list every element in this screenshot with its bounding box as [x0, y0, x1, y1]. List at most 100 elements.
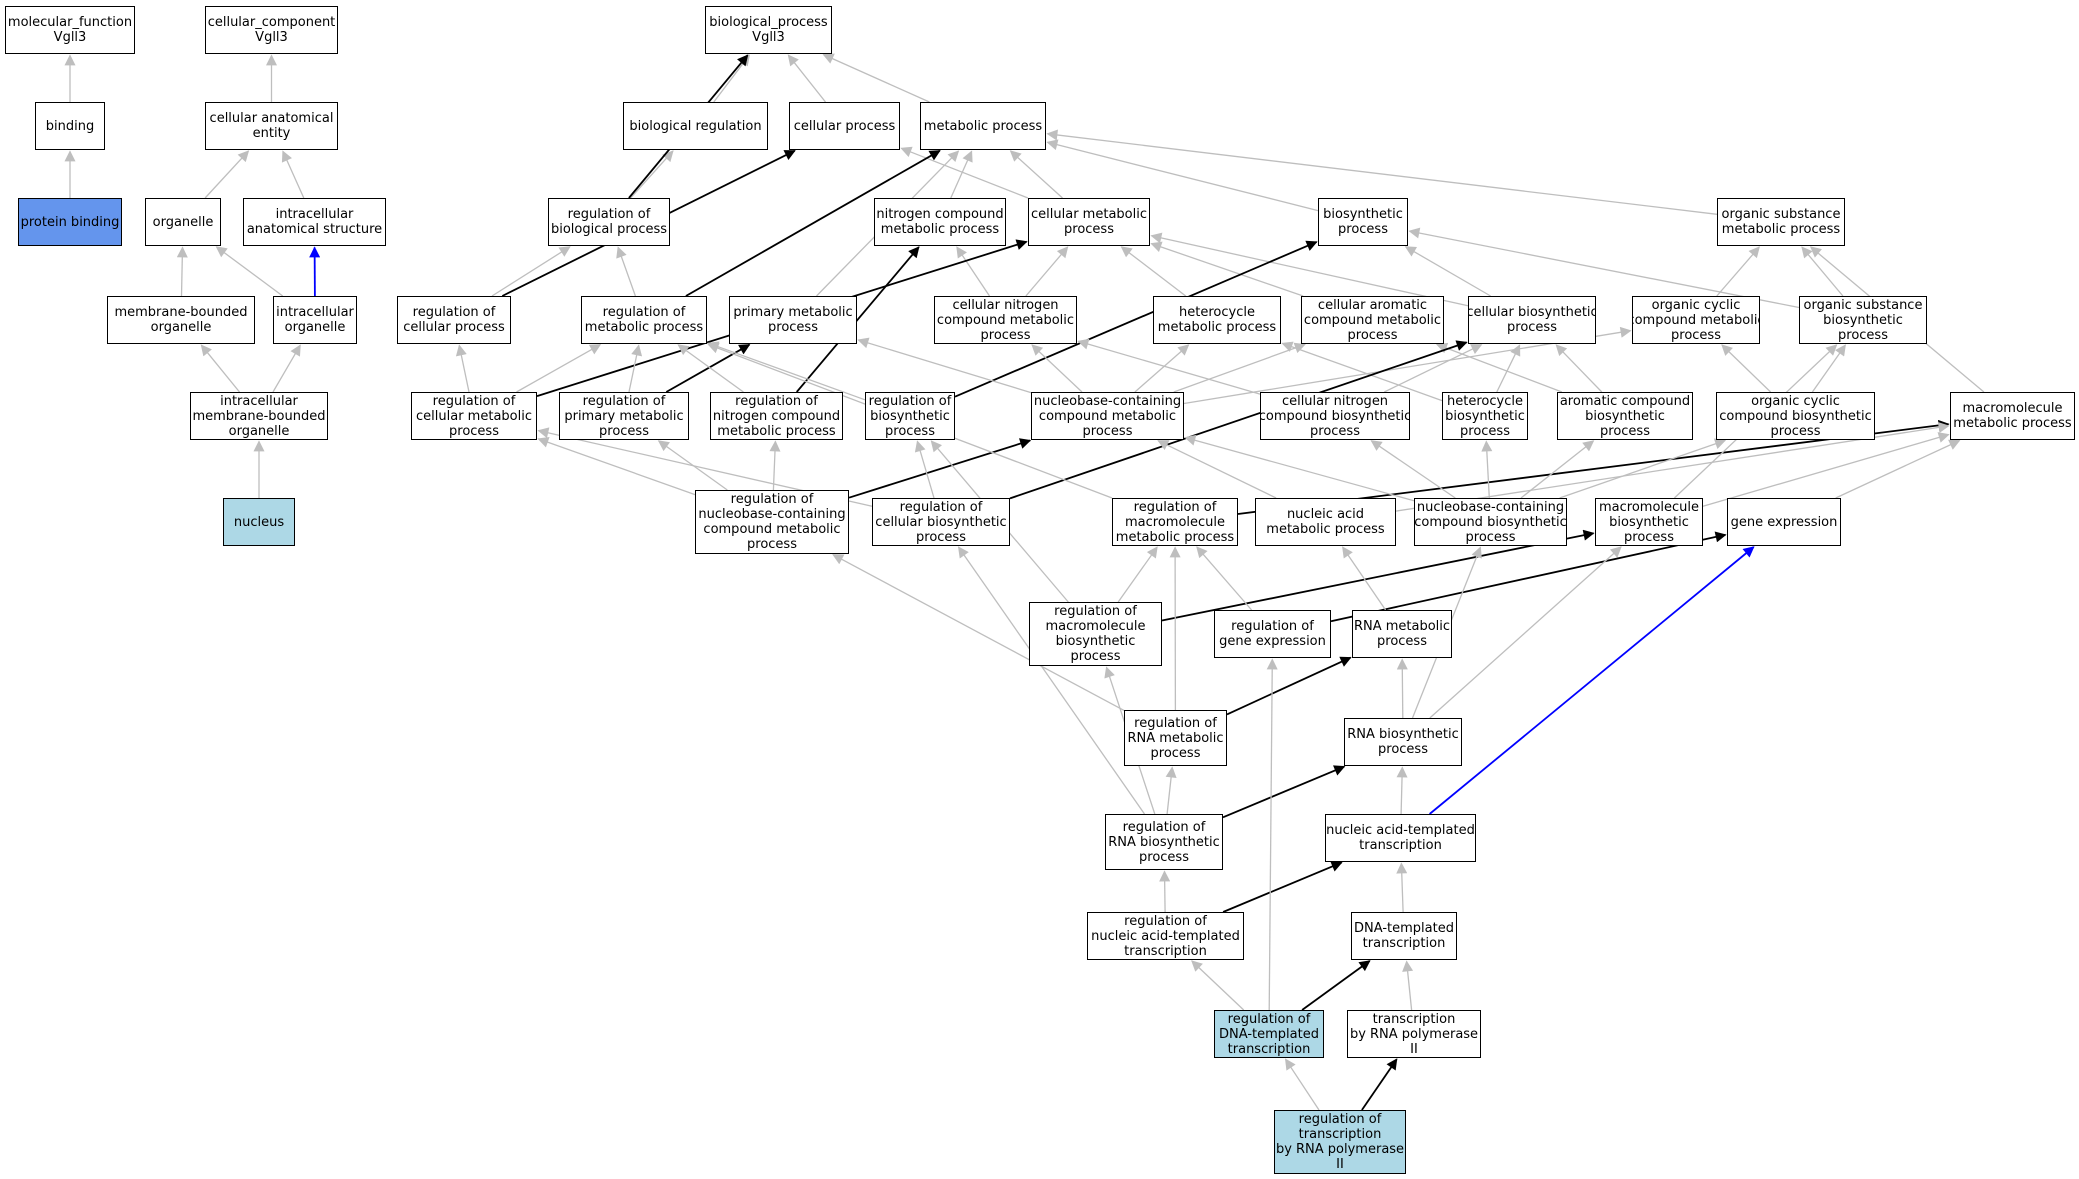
node-label-line: process [1378, 742, 1428, 757]
node-label-line: organelle [152, 214, 214, 230]
edge-is_a-regnatt-regrnabp [1159, 870, 1171, 913]
edge-is_a-regmbp-regmmp [1117, 546, 1158, 603]
node-label-line: nitrogen compound [712, 408, 841, 424]
node-label-line: process [1600, 423, 1650, 439]
node-label-line: regulation of [602, 305, 686, 320]
edge-is_a-regcmp-regmp [516, 344, 602, 393]
node-label-line: process [916, 529, 966, 545]
edge-part_of-natt-geneexp [1429, 546, 1755, 815]
node-label-line: regulation of [1227, 1011, 1311, 1027]
node-label-line: primary metabolic [564, 408, 684, 424]
go-term-node-binding[interactable]: binding [35, 102, 105, 150]
node-label-line: metabolic process [1157, 320, 1277, 335]
node-label-line: cellular process [403, 320, 505, 335]
go-term-node-cellproc[interactable]: cellular process [789, 102, 900, 150]
node-label-line: organic substance [1803, 297, 1923, 313]
node-label-line: nucleobase-containing [1033, 393, 1182, 409]
edge-is_a-regrnabp-regrnamp [1165, 766, 1177, 815]
edge-is_a-rnabp-rnamp [1396, 658, 1408, 719]
node-label-line: metabolic process [584, 320, 704, 335]
node-label-line: regulation of [1054, 604, 1137, 619]
go-term-node-biolreg[interactable]: biological regulation [623, 102, 768, 150]
edge-is_a-regtrnap2-regdtt [1284, 1058, 1320, 1111]
node-label-line: metabolic process [1721, 222, 1841, 237]
node-label-line: metabolic process [923, 118, 1043, 134]
node-label-line: RNA metabolic [1127, 730, 1224, 746]
node-label-line: cellular aromatic [1317, 297, 1428, 313]
edge-is_a-namp-mmp [1395, 421, 1950, 512]
go-term-node-organelle[interactable]: organelle [145, 198, 221, 246]
edge-is_a-nbcmp-hmp [1134, 344, 1190, 393]
go-term-node-nucleus[interactable]: nucleus [223, 498, 295, 546]
edge-is_a-regrnamp-regnbcmp [832, 554, 1125, 711]
node-label-line: process [747, 537, 797, 552]
node-label-line: regulation of [735, 393, 818, 409]
node-label-line: regulation of [1134, 715, 1217, 731]
node-label-line: metabolic process [1266, 522, 1385, 537]
node-label-line: DNA-templated [1219, 1026, 1319, 1042]
node-label-line: membrane-bounded [114, 305, 248, 320]
go-term-node-protbind[interactable]: protein binding [18, 198, 122, 246]
go-term-node-geneexp[interactable]: gene expression [1727, 498, 1841, 546]
node-label-line: molecular_function [7, 15, 133, 30]
edge-is_a-imbo-intorg [272, 344, 301, 393]
node-label-line: compound metabolic [1038, 408, 1177, 424]
node-label-line: heterocycle [1447, 393, 1523, 409]
node-label-line: cellular nitrogen [1281, 393, 1389, 409]
node-label-line: macromolecule [1124, 514, 1225, 530]
edge-is_a-nbcbp-acbp [1520, 440, 1595, 499]
edge-is_a-trnap2-dtt [1402, 960, 1414, 1011]
go-term-node-metproc[interactable]: metabolic process [920, 102, 1046, 150]
